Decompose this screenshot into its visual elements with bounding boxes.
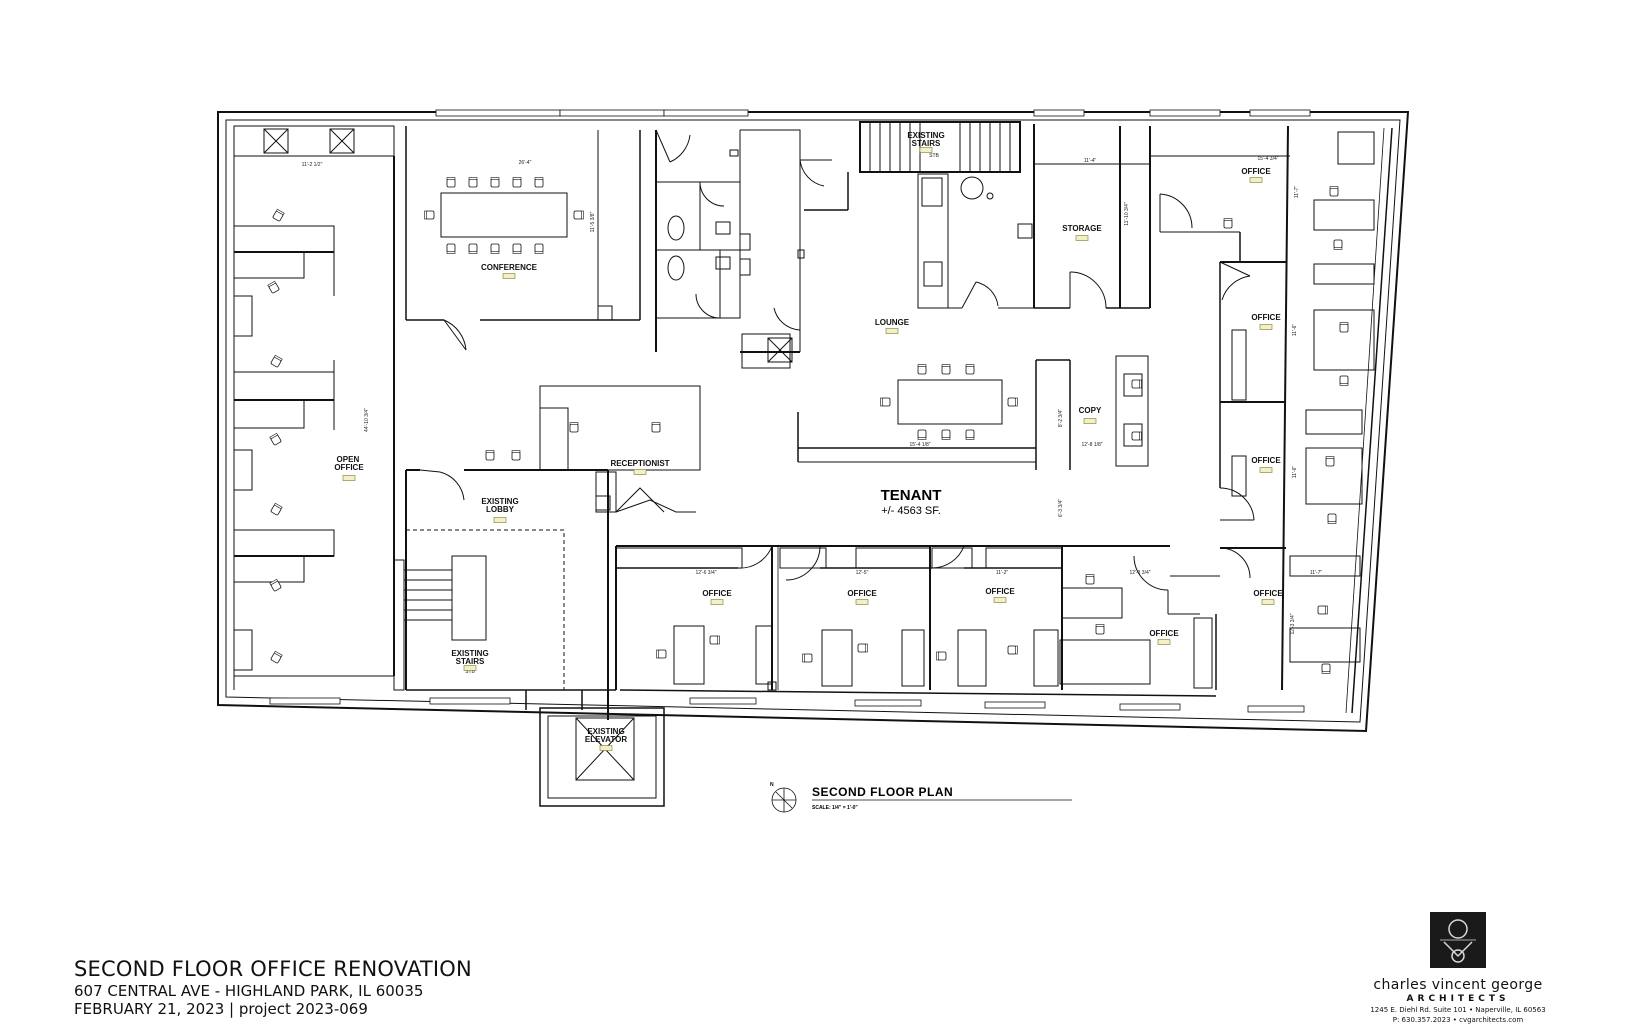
firm-logo-icon — [1430, 912, 1486, 968]
label-office-se: OFFICE — [1253, 589, 1283, 598]
label-office-e2: OFFICE — [1251, 456, 1281, 465]
label-office-s4: OFFICE — [1149, 629, 1179, 638]
dim-office-s3-w: 11'-2" — [996, 570, 1009, 576]
storage-room — [1034, 126, 1151, 309]
firm-subtitle: ARCHITECTS — [1406, 994, 1510, 1004]
label-office-e1: OFFICE — [1251, 313, 1281, 322]
dim-lounge-w: 15'-4 1/8" — [909, 442, 930, 448]
restroom-core — [655, 129, 832, 369]
label-lounge: LOUNGE — [875, 318, 910, 327]
dim-conference-h: 11'-5 3/8" — [590, 211, 596, 232]
dim-copy-h: 8'-2 3/4" — [1058, 409, 1064, 428]
dim-office-s2-w: 12'-5" — [856, 570, 869, 576]
dim-office-s4-w: 12'-3 3/4" — [1129, 570, 1150, 576]
label-copy: COPY — [1079, 406, 1102, 415]
copy-chairs — [1131, 379, 1142, 441]
label-office-s3: OFFICE — [985, 587, 1015, 596]
plan-scale: SCALE: 1/4" = 1'-0" — [812, 805, 858, 811]
south-office-chairs — [656, 574, 1105, 663]
project-title: SECOND FLOOR OFFICE RENOVATION — [74, 957, 472, 981]
project-date: FEBRUARY 21, 2023 | project 2023-069 — [74, 1000, 368, 1018]
conference-chairs — [424, 177, 584, 254]
label-open-office-l1: OPEN — [337, 455, 360, 464]
label-office-s2: OFFICE — [847, 589, 877, 598]
firm-address: 1245 E. Diehl Rd. Suite 101 • Naperville… — [1370, 1006, 1546, 1014]
open-office-area — [233, 125, 395, 677]
dim-open-office-h: 44'-10 3/4" — [364, 408, 370, 432]
plan-title: SECOND FLOOR PLAN — [812, 785, 953, 799]
project-address: 607 CENTRAL AVE - HIGHLAND PARK, IL 6003… — [74, 982, 424, 1000]
north-label: N — [770, 782, 774, 788]
label-office-ne: OFFICE — [1241, 167, 1271, 176]
open-office-chairs — [267, 208, 285, 664]
building-walls — [217, 111, 1410, 733]
label-open-office-l2: OFFICE — [334, 463, 364, 472]
copy-area — [1115, 355, 1149, 467]
lounge-chairs — [880, 364, 1018, 440]
conference-room — [405, 126, 641, 351]
firm-contact: P: 630.357.2023 • cvgarchitects.com — [1392, 1016, 1524, 1024]
dim-office-ne-w: 15'-4 3/4" — [1257, 156, 1278, 162]
dim-office-se-h: 12'-3 3/4" — [1290, 613, 1296, 634]
label-receptionist: RECEPTIONIST — [610, 459, 669, 468]
north-arrow — [771, 787, 797, 813]
dim-office-e1-h: 11'-6" — [1292, 324, 1298, 337]
dim-office-s1-w: 12'-6 3/4" — [695, 570, 716, 576]
lounge-area — [797, 124, 1071, 470]
dim-office-e2-h: 11'-6" — [1292, 466, 1298, 479]
dim-office-ne-h: 11'-7" — [1294, 186, 1300, 199]
north-stairs — [859, 121, 1021, 173]
stair-mark-south: STB — [465, 669, 475, 675]
tenant-label: TENANT — [881, 487, 942, 504]
reception-area — [539, 385, 701, 513]
windows — [269, 109, 1311, 713]
firm-block: charles vincent george ARCHITECTS 1245 E… — [1345, 912, 1571, 1024]
dimension-labels: 11'-2 1/2" 44'-10 3/4" 26'-4" 11'-5 3/8"… — [302, 153, 1323, 675]
label-open-office: OPEN OFFICE — [334, 455, 364, 472]
dim-open-office-w: 11'-2 1/2" — [302, 162, 323, 168]
label-conference: CONFERENCE — [481, 263, 538, 272]
south-offices — [615, 545, 1220, 697]
east-offices — [1150, 125, 1375, 691]
dim-storage-h: 11'-10 3/4" — [1124, 202, 1130, 226]
stair-mark-north: STB — [929, 153, 939, 159]
dim-copy-w: 12'-8 1/8" — [1081, 442, 1102, 448]
project-title-block: SECOND FLOOR OFFICE RENOVATION 607 CENTR… — [74, 956, 472, 1018]
dim-tenant-h: 6'-3 3/4" — [1058, 499, 1064, 518]
label-office-s1: OFFICE — [702, 589, 732, 598]
firm-name: charles vincent george — [1373, 977, 1543, 993]
lobby-stairs-core — [393, 469, 665, 807]
tenant-area: +/- 4563 SF. — [881, 505, 941, 517]
reception-chairs — [485, 422, 661, 461]
label-storage: STORAGE — [1062, 224, 1102, 233]
dim-conference-w: 26'-4" — [519, 160, 532, 166]
dim-office-se-w: 11'-7" — [1310, 570, 1323, 576]
dim-storage-w: 11'-4" — [1084, 158, 1097, 164]
